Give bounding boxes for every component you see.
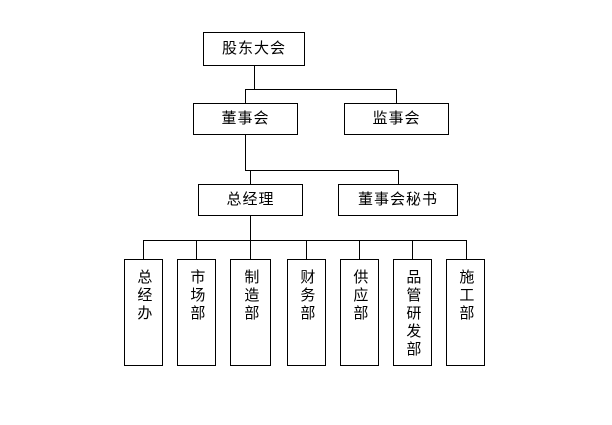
edge-to-construction — [466, 240, 467, 259]
node-general-manager-label: 总经理 — [226, 190, 275, 209]
node-finance[interactable]: 财务部 — [287, 259, 326, 366]
node-marketing-label: 市场部 — [188, 269, 207, 323]
node-board[interactable]: 董事会 — [193, 103, 298, 135]
node-shareholders[interactable]: 股东大会 — [203, 32, 305, 66]
edge-board-bus — [245, 170, 399, 171]
node-general-manager[interactable]: 总经理 — [198, 184, 303, 216]
node-construction-label: 施工部 — [457, 269, 476, 323]
edge-to-board — [245, 89, 246, 103]
edge-to-marketing — [196, 240, 197, 259]
node-supply[interactable]: 供应部 — [340, 259, 379, 366]
node-qc-rd-label: 品管研发部 — [404, 269, 423, 359]
edge-to-finance — [306, 240, 307, 259]
node-shareholders-label: 股东大会 — [221, 39, 286, 58]
node-finance-label: 财务部 — [298, 269, 317, 323]
edge-shareholders-trunk — [254, 66, 255, 89]
node-marketing[interactable]: 市场部 — [177, 259, 216, 366]
edge-to-manufacturing — [250, 240, 251, 259]
node-board-label: 董事会 — [221, 109, 270, 128]
edge-to-supervisors — [396, 89, 397, 103]
edge-to-gm-office — [143, 240, 144, 259]
node-gm-office[interactable]: 总经办 — [124, 259, 163, 366]
edge-department-bus — [143, 240, 467, 241]
edge-general-manager-trunk — [250, 216, 251, 240]
edge-to-qc-rd — [412, 240, 413, 259]
node-gm-office-label: 总经办 — [135, 269, 154, 323]
edge-to-supply — [359, 240, 360, 259]
node-manufacturing-label: 制造部 — [242, 269, 261, 323]
node-supervisors-label: 监事会 — [372, 109, 421, 128]
node-supply-label: 供应部 — [351, 269, 370, 323]
node-construction[interactable]: 施工部 — [446, 259, 485, 366]
edge-to-board-secretary — [398, 170, 399, 184]
edge-board-trunk — [245, 135, 246, 170]
node-manufacturing[interactable]: 制造部 — [230, 259, 271, 366]
node-board-secretary[interactable]: 董事会秘书 — [338, 184, 458, 216]
edge-to-general-manager — [250, 170, 251, 184]
node-qc-rd[interactable]: 品管研发部 — [393, 259, 432, 366]
node-supervisors[interactable]: 监事会 — [344, 103, 449, 135]
edge-shareholders-bus — [245, 89, 397, 90]
node-board-secretary-label: 董事会秘书 — [357, 190, 438, 209]
